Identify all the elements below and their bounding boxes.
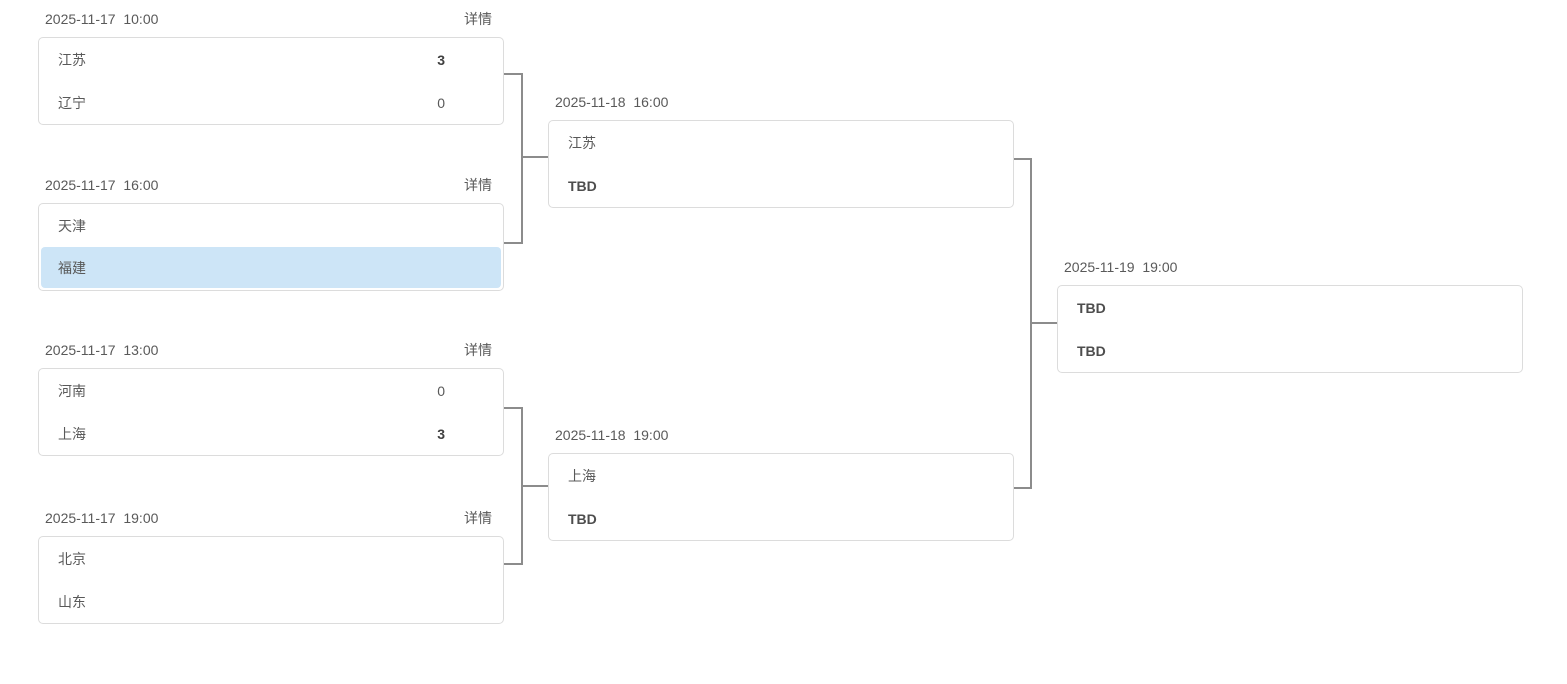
- connector-line: [521, 407, 523, 565]
- team-row[interactable]: 上海: [549, 454, 1013, 497]
- match-datetime: 2025-11-17 19:00: [45, 510, 159, 526]
- team-name: 北京: [58, 550, 86, 567]
- team-score: 0: [437, 382, 445, 399]
- team-name: 河南: [58, 382, 86, 399]
- team-name: TBD: [1077, 342, 1106, 359]
- connector-line: [503, 563, 523, 565]
- match-header: 2025-11-17 19:00 详情: [38, 508, 504, 528]
- team-name: 江苏: [58, 51, 86, 68]
- match-card: 江苏 3 辽宁 0: [38, 37, 504, 125]
- team-row[interactable]: TBD: [1058, 286, 1522, 329]
- team-row[interactable]: 辽宁 0: [39, 81, 503, 124]
- team-score: 0: [437, 94, 445, 111]
- connector-line: [1011, 487, 1032, 489]
- connector-line: [523, 485, 548, 487]
- connector-line: [523, 156, 548, 158]
- team-row[interactable]: 河南 0: [39, 369, 503, 412]
- match-quarterfinal-2: 2025-11-17 16:00 详情 天津 福建: [38, 175, 504, 291]
- details-link[interactable]: 详情: [464, 510, 492, 526]
- team-name: 辽宁: [58, 94, 86, 111]
- team-row[interactable]: 上海 3: [39, 412, 503, 455]
- match-quarterfinal-4: 2025-11-17 19:00 详情 北京 山东: [38, 508, 504, 624]
- match-datetime: 2025-11-17 16:00: [45, 177, 159, 193]
- details-link[interactable]: 详情: [464, 177, 492, 193]
- match-header: 2025-11-18 16:00: [548, 92, 1014, 112]
- team-score: 3: [437, 425, 445, 442]
- connector-line: [503, 73, 523, 75]
- team-row[interactable]: 天津: [39, 204, 503, 247]
- match-final: 2025-11-19 19:00 TBD TBD: [1057, 257, 1523, 373]
- team-name: 上海: [58, 425, 86, 442]
- team-name: 天津: [58, 217, 86, 234]
- match-quarterfinal-3: 2025-11-17 13:00 详情 河南 0 上海 3: [38, 340, 504, 456]
- match-card: 北京 山东: [38, 536, 504, 624]
- connector-line: [1030, 158, 1032, 489]
- team-row[interactable]: TBD: [549, 497, 1013, 540]
- match-card: 天津 福建: [38, 203, 504, 291]
- match-card: TBD TBD: [1057, 285, 1523, 373]
- team-name: 福建: [58, 259, 86, 276]
- match-header: 2025-11-17 13:00 详情: [38, 340, 504, 360]
- team-row[interactable]: 山东: [39, 580, 503, 623]
- match-card: 江苏 TBD: [548, 120, 1014, 208]
- team-row[interactable]: 江苏 3: [39, 38, 503, 81]
- match-header: 2025-11-17 10:00 详情: [38, 9, 504, 29]
- connector-line: [503, 407, 523, 409]
- team-name: 上海: [568, 467, 596, 484]
- connector-line: [1032, 322, 1057, 324]
- match-semifinal-2: 2025-11-18 19:00 上海 TBD: [548, 425, 1014, 541]
- match-datetime: 2025-11-18 16:00: [555, 94, 669, 110]
- connector-line: [503, 242, 523, 244]
- match-datetime: 2025-11-17 13:00: [45, 342, 159, 358]
- match-semifinal-1: 2025-11-18 16:00 江苏 TBD: [548, 92, 1014, 208]
- team-name: TBD: [568, 510, 597, 527]
- team-name: TBD: [568, 177, 597, 194]
- match-datetime: 2025-11-17 10:00: [45, 11, 159, 27]
- team-score: 3: [437, 51, 445, 68]
- details-link[interactable]: 详情: [464, 342, 492, 358]
- team-row-highlighted[interactable]: 福建: [41, 247, 501, 288]
- match-quarterfinal-1: 2025-11-17 10:00 详情 江苏 3 辽宁 0: [38, 9, 504, 125]
- details-link[interactable]: 详情: [464, 11, 492, 27]
- team-row[interactable]: 江苏: [549, 121, 1013, 164]
- match-header: 2025-11-17 16:00 详情: [38, 175, 504, 195]
- team-name: TBD: [1077, 299, 1106, 316]
- match-header: 2025-11-18 19:00: [548, 425, 1014, 445]
- match-card: 上海 TBD: [548, 453, 1014, 541]
- match-header: 2025-11-19 19:00: [1057, 257, 1523, 277]
- match-card: 河南 0 上海 3: [38, 368, 504, 456]
- match-datetime: 2025-11-19 19:00: [1064, 259, 1178, 275]
- team-row[interactable]: TBD: [549, 164, 1013, 207]
- team-row[interactable]: TBD: [1058, 329, 1522, 372]
- connector-line: [1011, 158, 1032, 160]
- team-name: 江苏: [568, 134, 596, 151]
- connector-line: [521, 73, 523, 244]
- team-row[interactable]: 北京: [39, 537, 503, 580]
- match-datetime: 2025-11-18 19:00: [555, 427, 669, 443]
- team-name: 山东: [58, 593, 86, 610]
